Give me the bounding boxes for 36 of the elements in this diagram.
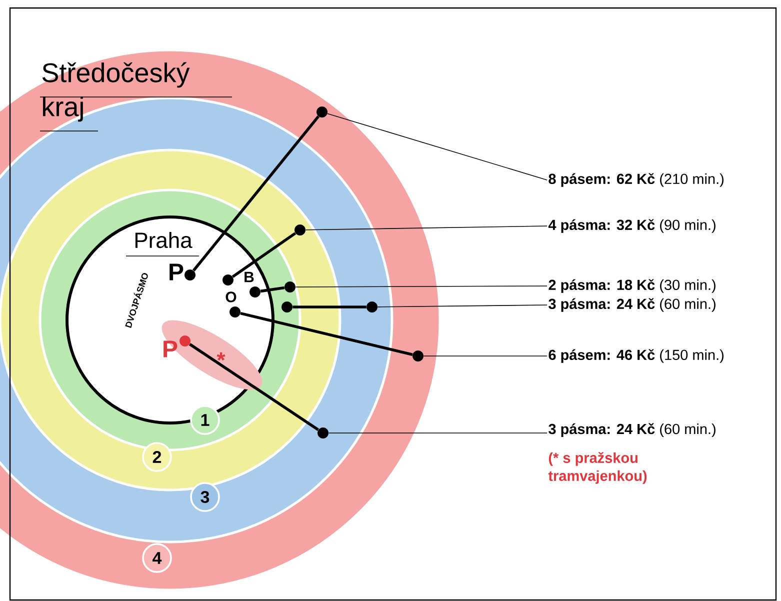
zone-number: 3 xyxy=(190,482,220,512)
leader-line xyxy=(260,286,285,293)
dot xyxy=(412,350,424,362)
fare-label: 4 pásma: 32 Kč (90 min.) xyxy=(548,219,716,233)
stop-letter: O xyxy=(226,292,236,302)
fare-label: 3 pásma: 24 Kč (60 min.) (* s pražskou tramvajenkou) xyxy=(548,423,716,484)
dot xyxy=(222,274,234,286)
fare-label: 2 pásma: 18 Kč (30 min.) xyxy=(548,279,716,293)
leader-line xyxy=(192,116,320,272)
leader-line xyxy=(240,312,413,356)
leader-line xyxy=(305,226,548,230)
dot xyxy=(294,224,306,236)
leader-line xyxy=(188,343,320,431)
city-title: Praha xyxy=(135,232,192,248)
dot xyxy=(318,428,328,438)
zone-number: 1 xyxy=(190,405,220,435)
dot xyxy=(366,302,378,312)
fare-label: 3 pásma: 24 Kč (60 min.) xyxy=(548,298,716,312)
leader-line xyxy=(327,113,548,180)
fare-label: 8 pásem: 62 Kč (210 min.) xyxy=(548,173,724,187)
dot xyxy=(282,302,292,312)
dot xyxy=(284,282,296,292)
leader-line xyxy=(295,286,548,288)
leader-line xyxy=(232,232,296,278)
asterisk: * xyxy=(216,352,226,361)
zone-number: 4 xyxy=(142,543,172,573)
zone-number: 2 xyxy=(142,442,172,472)
stop-letter: P xyxy=(164,340,178,358)
leader-line xyxy=(328,432,548,434)
leader-line xyxy=(292,306,366,308)
leader-line xyxy=(377,304,548,308)
stop-letter: P xyxy=(170,264,184,280)
fare-label: 6 pásem: 46 Kč (150 min.) xyxy=(548,349,724,363)
zone-title: Středočeský kraj xyxy=(42,62,190,122)
dot xyxy=(316,106,328,118)
stop-letter: B xyxy=(244,272,254,282)
